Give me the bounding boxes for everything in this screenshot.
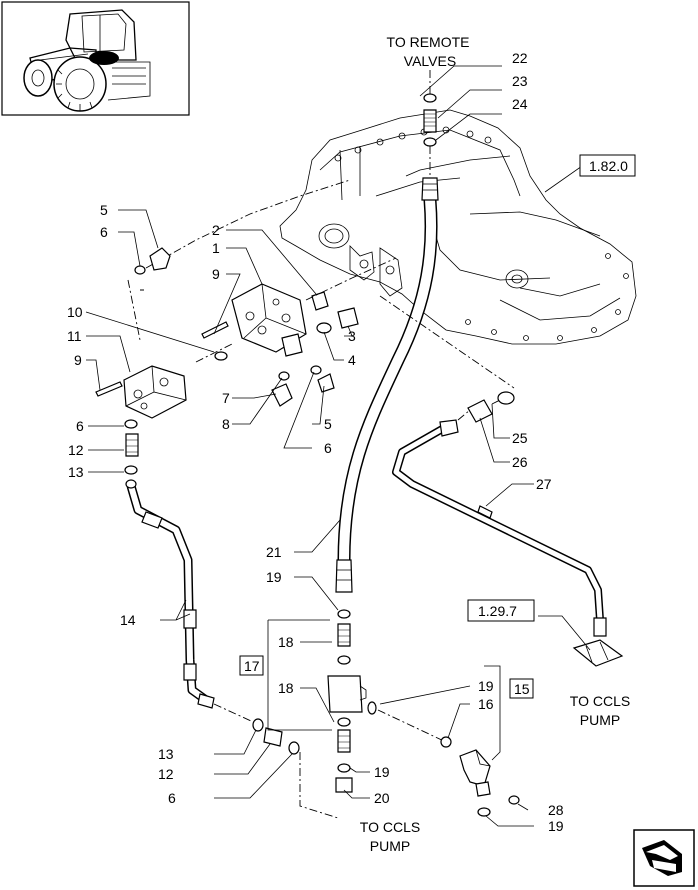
- callout-19: 19: [374, 764, 390, 780]
- callout-26: 26: [512, 454, 528, 470]
- reference-1-82-0: 1.82.0: [589, 158, 628, 174]
- o-ring-4: [316, 322, 332, 334]
- callout-27: 27: [536, 476, 552, 492]
- callout-6: 6: [324, 440, 332, 456]
- callout-19: 19: [548, 818, 564, 834]
- callout-9: 9: [212, 266, 220, 282]
- elbow-fitting: [440, 736, 520, 817]
- valve-block: [231, 283, 307, 357]
- pump-connector: [572, 639, 624, 667]
- bracket-11: [123, 365, 187, 419]
- label-to-ccls-pump-bottom-line1: TO CCLS: [360, 819, 420, 835]
- callout-5: 5: [324, 416, 332, 432]
- label-to-remote-valves-line2: VALVES: [404, 53, 456, 69]
- callout-18: 18: [278, 680, 294, 696]
- union-26: [467, 399, 493, 423]
- callout-4: 4: [348, 352, 356, 368]
- label-to-ccls-pump-bottom-line2: PUMP: [370, 838, 410, 854]
- reference-1-29-7: 1.29.7: [478, 603, 517, 619]
- callout-1: 1: [212, 240, 220, 256]
- callout-7: 7: [222, 390, 230, 406]
- label-to-ccls-pump-right-line2: PUMP: [580, 712, 620, 728]
- callout-13: 13: [158, 746, 174, 762]
- callout-19: 19: [478, 678, 494, 694]
- next-page-arrow-icon[interactable]: [633, 829, 695, 887]
- callout-11: 11: [67, 328, 82, 344]
- callout-12: 12: [68, 442, 84, 458]
- callout-22: 22: [512, 50, 528, 66]
- callout-16: 16: [478, 696, 494, 712]
- label-to-ccls-pump-right-line1: TO CCLS: [570, 693, 630, 709]
- leader-lines: [85, 65, 592, 827]
- tee-block-17: [327, 609, 377, 793]
- tractor-thumbnail-icon: [1, 1, 190, 116]
- callout-15: 15: [514, 681, 530, 697]
- callout-6: 6: [168, 790, 176, 806]
- callout-8: 8: [222, 416, 230, 432]
- callout-3: 3: [348, 328, 356, 344]
- callout-20: 20: [374, 790, 390, 806]
- callout-18: 18: [278, 634, 294, 650]
- pipe-14: [125, 479, 215, 709]
- callout-24: 24: [512, 96, 528, 112]
- screw-9-lower: [95, 381, 123, 397]
- callout-28: 28: [548, 802, 564, 818]
- callout-12: 12: [158, 766, 174, 782]
- callout-13: 13: [68, 464, 84, 480]
- label-to-remote-valves-line1: TO REMOTE: [387, 34, 470, 50]
- callout-23: 23: [512, 73, 528, 89]
- callout-17: 17: [244, 658, 260, 674]
- callout-2: 2: [212, 222, 220, 238]
- callout-19: 19: [266, 569, 282, 585]
- callout-14: 14: [120, 612, 136, 628]
- callout-6: 6: [100, 224, 108, 240]
- fitting-stack-top: [423, 70, 437, 176]
- callout-5: 5: [100, 202, 108, 218]
- spacer-3: [337, 307, 359, 329]
- hose-21: [335, 177, 439, 593]
- screw-9-upper: [201, 321, 229, 339]
- callout-10: 10: [67, 304, 83, 320]
- pipe-27: [392, 419, 607, 637]
- washer-25: [497, 391, 515, 405]
- callout-21: 21: [266, 544, 282, 560]
- plug-2: [311, 291, 329, 311]
- callout-6: 6: [76, 418, 84, 434]
- plug-5-top: [134, 247, 171, 275]
- callout-9: 9: [74, 352, 82, 368]
- callout-25: 25: [512, 430, 528, 446]
- transmission-housing: [279, 109, 637, 345]
